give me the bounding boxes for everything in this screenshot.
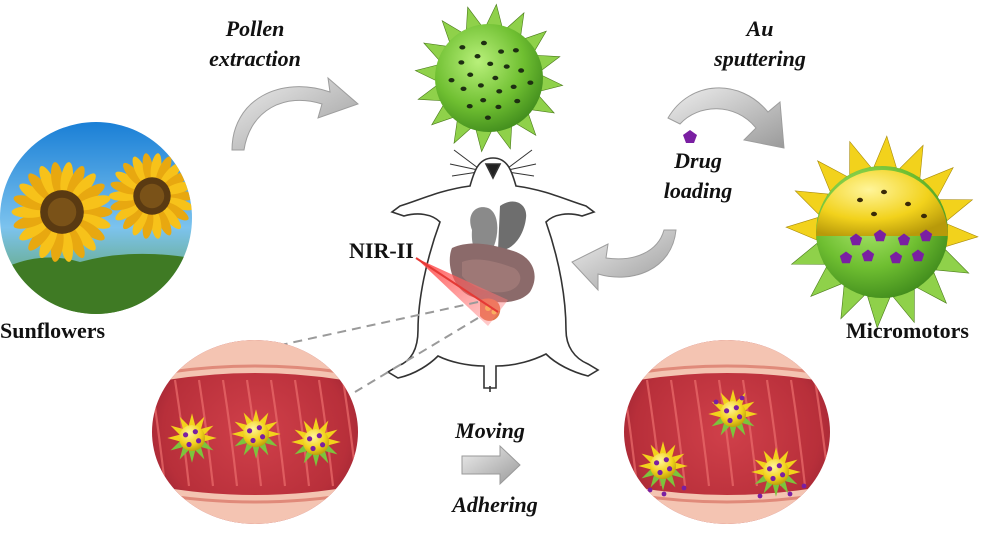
pollen-grain [414, 3, 564, 153]
sunflower-photo [0, 122, 192, 314]
au-label-line1: Au [746, 16, 774, 41]
laser-beam [416, 258, 508, 326]
moving-label: Moving [455, 418, 525, 443]
curved-arrow-icon [667, 87, 785, 149]
au-label-line2: sputtering [714, 46, 806, 71]
drug-molecule-icon [683, 130, 697, 143]
au-sputtering-label: Au sputtering [695, 14, 825, 74]
drug-loading-label: Drug loading [648, 146, 748, 206]
curved-arrow-icon [571, 229, 677, 292]
pollen-label-line2: extraction [209, 46, 301, 71]
intestine-section-left [152, 340, 358, 524]
curved-arrow-icon [231, 76, 359, 151]
nir-ii-label: NIR-II [349, 238, 414, 263]
pollen-label-line1: Pollen [225, 16, 285, 41]
intestine-section-right [624, 340, 830, 524]
adhering-label: Adhering [452, 492, 538, 517]
micromotors-label: Micromotors [846, 318, 969, 343]
pollen-extraction-label: Pollen extraction [190, 14, 320, 74]
right-arrow-icon [461, 444, 521, 486]
sunflowers-label: Sunflowers [0, 318, 106, 343]
drug-label-line1: Drug [674, 148, 722, 173]
drug-label-line2: loading [663, 178, 733, 203]
au-coated-micromotor [785, 135, 979, 329]
mouse-outline [386, 149, 600, 392]
